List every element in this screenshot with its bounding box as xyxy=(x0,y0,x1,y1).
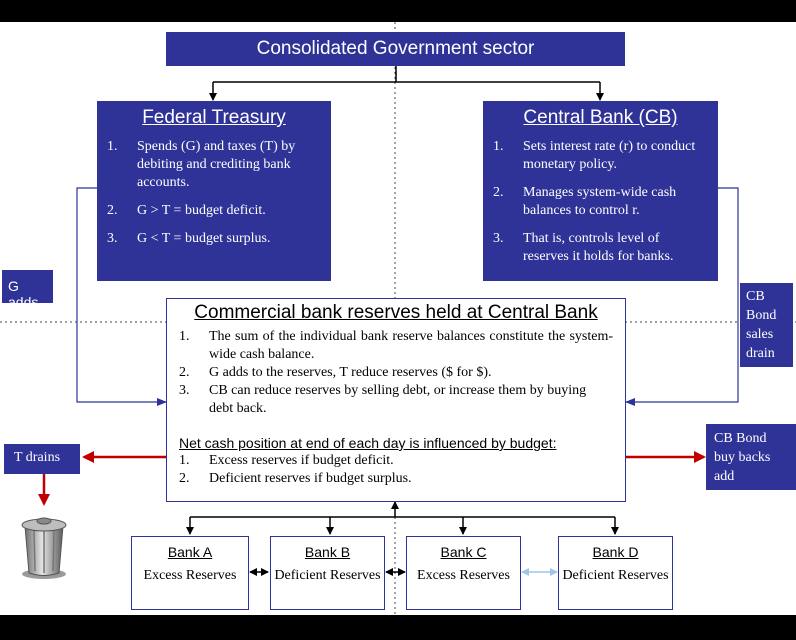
bank-name: Bank A xyxy=(167,544,213,560)
reserves-title: Commercial bank reserves held at Central… xyxy=(194,302,598,323)
cb-bond-sales-arrow xyxy=(625,187,739,406)
central-bank-item: 2.Manages system-wide cash balances to c… xyxy=(493,185,677,218)
reserves-item: 1.The sum of the individual bank reserve… xyxy=(179,329,613,362)
federal-treasury-box: Federal Treasury 1.Spends (G) and taxes … xyxy=(97,101,331,281)
bank-a: Bank A Excess Reserves xyxy=(131,536,249,610)
bank-name: Bank C xyxy=(440,544,487,560)
bank-status: Deficient Reserves xyxy=(562,568,669,583)
commercial-bank-reserves-box: Commercial bank reserves held at Central… xyxy=(166,298,626,502)
treasury-item: 2.G > T = budget deficit. xyxy=(107,203,266,218)
bank-name: Bank B xyxy=(304,544,351,560)
trash-can-icon xyxy=(17,512,71,580)
central-bank-title: Central Bank (CB) xyxy=(523,107,678,128)
reserves-list: 1.The sum of the individual bank reserve… xyxy=(179,328,613,418)
treasury-title: Federal Treasury xyxy=(142,107,286,128)
treasury-item: 3.G < T = budget surplus. xyxy=(107,231,271,246)
reserves-sublist: 1.Excess reserves if budget deficit. 2.D… xyxy=(179,452,613,488)
reserves-subitem: 2.Deficient reserves if budget surplus. xyxy=(179,471,412,486)
bank-c: Bank C Excess Reserves xyxy=(406,536,521,610)
reserves-subtitle: Net cash position at end of each day is … xyxy=(179,435,557,451)
central-bank-list: 1.Sets interest rate (r) to conduct mone… xyxy=(493,138,708,266)
cb-bond-sales-label: CB Bond sales drain xyxy=(740,283,793,367)
treasury-list: 1.Spends (G) and taxes (T) by debiting a… xyxy=(107,138,321,248)
central-bank-item: 3.That is, controls level of reserves it… xyxy=(493,231,674,264)
header-title: Consolidated Government sector xyxy=(256,38,535,59)
reserves-subitem: 1.Excess reserves if budget deficit. xyxy=(179,453,394,468)
treasury-item: 1.Spends (G) and taxes (T) by debiting a… xyxy=(107,139,296,190)
bank-d: Bank D Deficient Reserves xyxy=(558,536,673,610)
reserves-item: 2.G adds to the reserves, T reduce reser… xyxy=(179,365,492,380)
government-sector-header: Consolidated Government sector xyxy=(166,32,625,66)
t-drains-label: T drains xyxy=(4,444,80,474)
cb-buybacks-label: CB Bond buy backs add xyxy=(706,424,796,490)
g-adds-arrow xyxy=(76,187,167,406)
bank-b: Bank B Deficient Reserves xyxy=(270,536,385,610)
central-bank-box: Central Bank (CB) 1.Sets interest rate (… xyxy=(483,101,718,281)
bank-status: Excess Reserves xyxy=(417,568,510,583)
bank-status: Excess Reserves xyxy=(143,568,237,583)
bank-status: Deficient Reserves xyxy=(274,568,381,583)
bank-name: Bank D xyxy=(592,544,639,560)
reserves-item: 3.CB can reduce reserves by selling debt… xyxy=(179,383,587,416)
g-adds-label: G adds xyxy=(2,270,53,310)
central-bank-item: 1.Sets interest rate (r) to conduct mone… xyxy=(493,139,696,172)
